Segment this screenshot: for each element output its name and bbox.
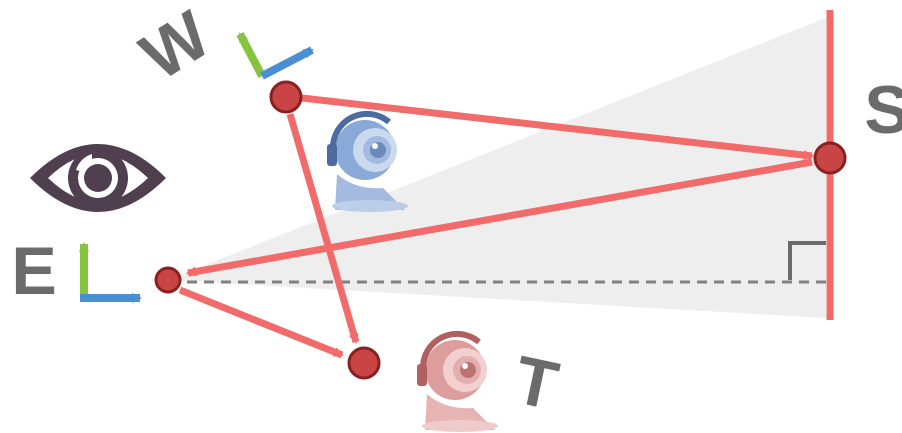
webcam-icon (417, 330, 498, 432)
eye-icon (30, 144, 166, 212)
arrow-world-to-target (286, 113, 360, 344)
right-angle-marker (788, 241, 826, 280)
world-axis-up (236, 32, 266, 78)
view-frustum (168, 18, 826, 318)
eye-point (154, 266, 182, 294)
webcam-icon (327, 110, 408, 212)
target-point (347, 346, 381, 380)
target-label: T (508, 342, 564, 425)
arrow-screen-to-eye (186, 158, 813, 277)
screen-label: S (864, 72, 902, 148)
world-axis-right (260, 46, 314, 80)
world-point (269, 80, 303, 114)
arrow-eye-to-target (178, 286, 344, 359)
eye-label: E (11, 233, 56, 309)
world-label: W (128, 0, 223, 95)
arrow-world-to-screen (301, 94, 814, 161)
screen-point (813, 141, 847, 175)
